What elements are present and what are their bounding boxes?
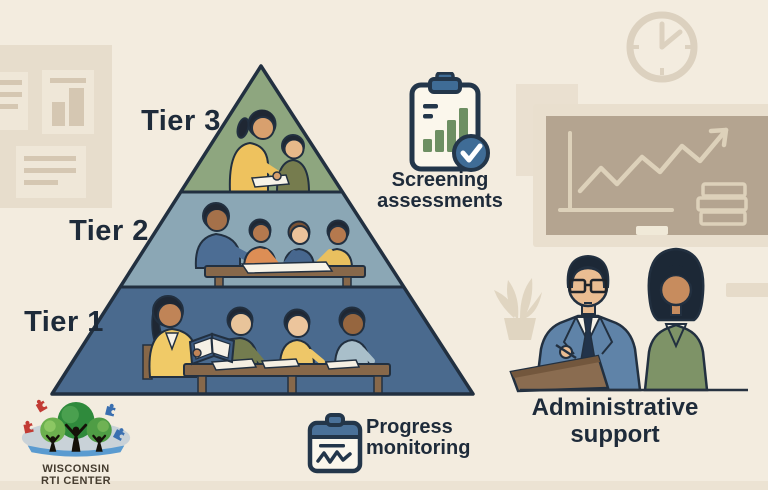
administrative-support-label: Administrative support bbox=[505, 394, 725, 448]
tier-1-scene bbox=[142, 295, 391, 394]
progress-label-line1: Progress bbox=[366, 416, 453, 438]
floor-graphic bbox=[0, 481, 768, 490]
glasses-graphic bbox=[568, 278, 608, 294]
tier-1-label: Tier 1 bbox=[24, 306, 104, 338]
admin-label-line2: support bbox=[570, 421, 660, 448]
progress-monitoring-label: Progress monitoring bbox=[366, 417, 506, 459]
progress-clipboard-icon bbox=[307, 413, 363, 474]
logo-line2: RTI CENTER bbox=[41, 474, 111, 487]
trend-line-glyph bbox=[316, 450, 352, 464]
books-graphic bbox=[696, 182, 748, 226]
puzzle-accents bbox=[23, 399, 125, 441]
blackboard-graphic bbox=[533, 104, 768, 247]
tree-people-silhouettes bbox=[45, 423, 107, 452]
woman-figure bbox=[643, 247, 709, 392]
wisconsin-rti-center-wordmark: WISCONSIN RTI CENTER bbox=[18, 463, 134, 487]
tier-3-scene bbox=[228, 109, 311, 192]
shelf-graphic bbox=[726, 283, 768, 297]
screening-assessments-label: Screening assessments bbox=[376, 170, 504, 212]
wisconsin-rti-center-logo bbox=[21, 399, 131, 457]
tier-3-label: Tier 3 bbox=[141, 105, 221, 137]
tier-2-label: Tier 2 bbox=[69, 215, 149, 247]
logo-line1: WISCONSIN bbox=[42, 463, 110, 475]
clock-icon bbox=[626, 11, 698, 83]
progress-label-line2: monitoring bbox=[366, 437, 471, 459]
tier-2-scene bbox=[194, 202, 366, 287]
clipboard-graphic bbox=[509, 343, 610, 393]
check-icon bbox=[452, 134, 490, 172]
plant-graphic bbox=[494, 278, 542, 340]
bulletin-board-graphic bbox=[0, 45, 112, 208]
screening-clipboard-icon bbox=[409, 72, 490, 172]
man-figure bbox=[509, 254, 642, 393]
pyramid-outline bbox=[50, 64, 475, 396]
admin-label-line1: Administrative bbox=[531, 394, 699, 421]
eraser-graphic bbox=[636, 226, 668, 235]
screening-label-line2: assessments bbox=[377, 190, 503, 212]
screening-label-line1: Screening bbox=[391, 169, 489, 191]
